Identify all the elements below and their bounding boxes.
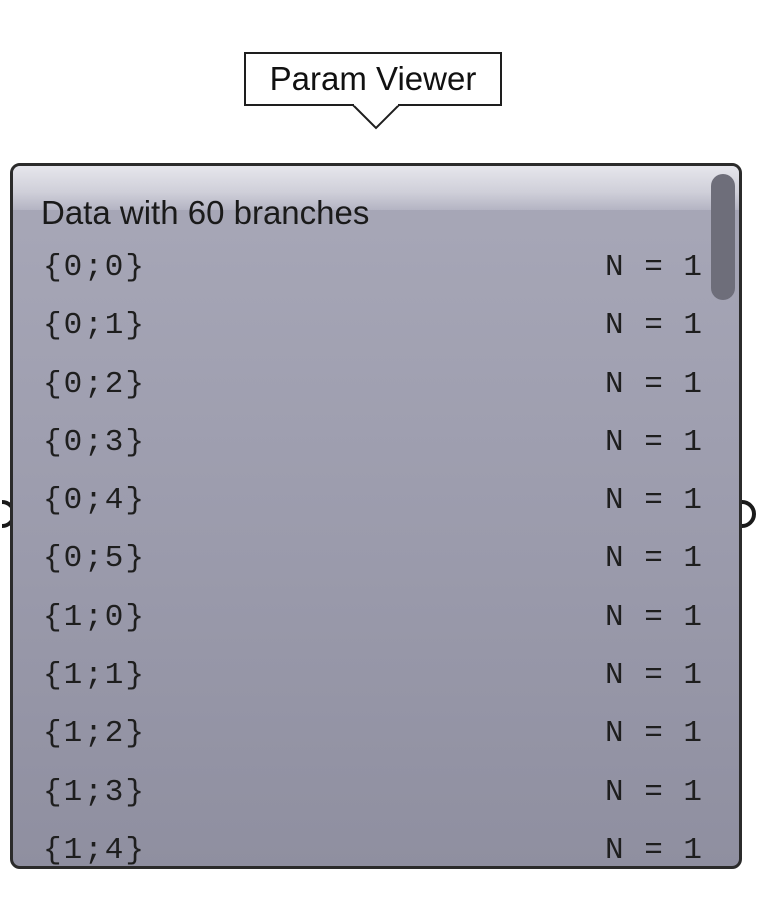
branch-path: {1;1} <box>43 658 147 694</box>
branch-path: {1;2} <box>43 716 147 752</box>
branch-row: {1;1} N = 1 <box>13 658 739 716</box>
branch-row: {1;4} N = 1 <box>13 832 739 868</box>
branch-path: {0;1} <box>43 308 147 344</box>
branch-item-count: N = 1 <box>604 716 703 752</box>
branch-item-count: N = 1 <box>604 308 703 344</box>
branch-row: {1;0} N = 1 <box>13 600 739 658</box>
branch-row: {1;2} N = 1 <box>13 716 739 774</box>
tooltip-pointer-icon <box>350 104 402 130</box>
branch-row: {0;5} N = 1 <box>13 541 739 599</box>
component-title: Data with 60 branches <box>41 194 370 231</box>
branch-item-count: N = 1 <box>604 658 703 694</box>
branch-item-count: N = 1 <box>604 366 703 402</box>
branch-list: {0;0} N = 1 {0;1} N = 1 {0;2} N = 1 {0;3} N = 1… <box>13 250 739 868</box>
branch-row: {0;1} N = 1 <box>13 308 739 366</box>
tooltip-label: Param Viewer <box>269 60 477 97</box>
branch-item-count: N = 1 <box>604 250 703 285</box>
branch-row: {0;3} N = 1 <box>13 425 739 483</box>
branch-path: {0;0} <box>43 250 147 285</box>
branch-row: {0;0} N = 1 <box>13 250 739 308</box>
branch-row: {0;2} N = 1 <box>13 367 739 425</box>
branch-row: {1;3} N = 1 <box>13 775 739 833</box>
branch-item-count: N = 1 <box>604 599 703 635</box>
branch-item-count: N = 1 <box>604 483 703 519</box>
branch-item-count: N = 1 <box>604 832 703 868</box>
output-port-icon[interactable] <box>738 500 758 528</box>
branch-item-count: N = 1 <box>604 424 703 460</box>
branch-path: {1;0} <box>43 599 147 635</box>
branch-path: {0;2} <box>43 366 147 402</box>
scrollbar-thumb[interactable] <box>711 174 735 300</box>
branch-path: {1;3} <box>43 774 147 810</box>
branch-path: {0;4} <box>43 483 147 519</box>
param-viewer-component[interactable]: Data with 60 branches {0;0} N = 1 {0;1} N =… <box>10 163 742 869</box>
branch-path: {0;3} <box>43 424 147 460</box>
component-header <box>13 166 739 210</box>
branch-row: {0;4} N = 1 <box>13 483 739 541</box>
branch-path: {1;4} <box>43 832 147 868</box>
branch-path: {0;5} <box>43 541 147 577</box>
component-name-tooltip: Param Viewer <box>244 52 502 106</box>
branch-item-count: N = 1 <box>604 774 703 810</box>
branch-item-count: N = 1 <box>604 541 703 577</box>
